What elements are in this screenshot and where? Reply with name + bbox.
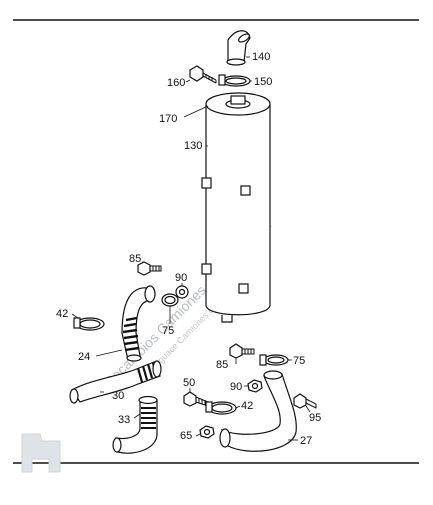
label-85-upper: 85 [129,253,141,265]
label-75-upper: 75 [162,325,174,337]
label-160: 160 [167,77,185,89]
label-50: 50 [183,377,195,389]
label-65: 65 [180,430,192,442]
part-85b-bolt [229,343,255,359]
part-95-bolt [293,393,317,409]
part-75a-clamp [161,293,179,307]
label-90-upper: 90 [175,272,187,284]
leader-lines [71,56,311,441]
part-90a-nut [175,285,189,299]
part-27-bent-pipe [219,370,297,452]
label-170: 170 [159,113,177,125]
part-30-pipe [69,360,162,404]
label-140: 140 [252,51,270,63]
label-30: 30 [112,390,124,402]
part-50-bolt [183,391,209,407]
part-150-clamp [218,74,251,87]
part-140-elbow-pipe [226,30,251,66]
part-90b-nut [247,379,263,393]
part-42a-hose-clamp [73,317,105,331]
label-27: 27 [300,435,312,447]
part-24-flex-pipe [121,285,156,362]
watermark-logo [21,433,61,473]
label-24: 24 [78,351,90,363]
part-75b-clamp [259,354,289,366]
label-150: 150 [254,76,272,88]
part-65-nut [199,425,215,439]
label-42-lower: 42 [241,400,253,412]
part-33-pipe [112,395,158,454]
part-42b-hose-clamp [205,401,237,415]
label-90-lower: 90 [230,381,242,393]
part-130-silencer [201,92,271,323]
label-85-lower: 85 [216,359,228,371]
part-85a-bolt [137,261,162,276]
part-160-bolt [189,65,217,84]
label-130: 130 [184,140,202,152]
label-95: 95 [309,412,321,424]
label-42-left: 42 [56,308,68,320]
label-33: 33 [118,414,130,426]
label-75-lower: 75 [293,355,305,367]
part-labels: 140 160 150 170 130 85 90 42 75 24 85 75… [56,51,321,447]
